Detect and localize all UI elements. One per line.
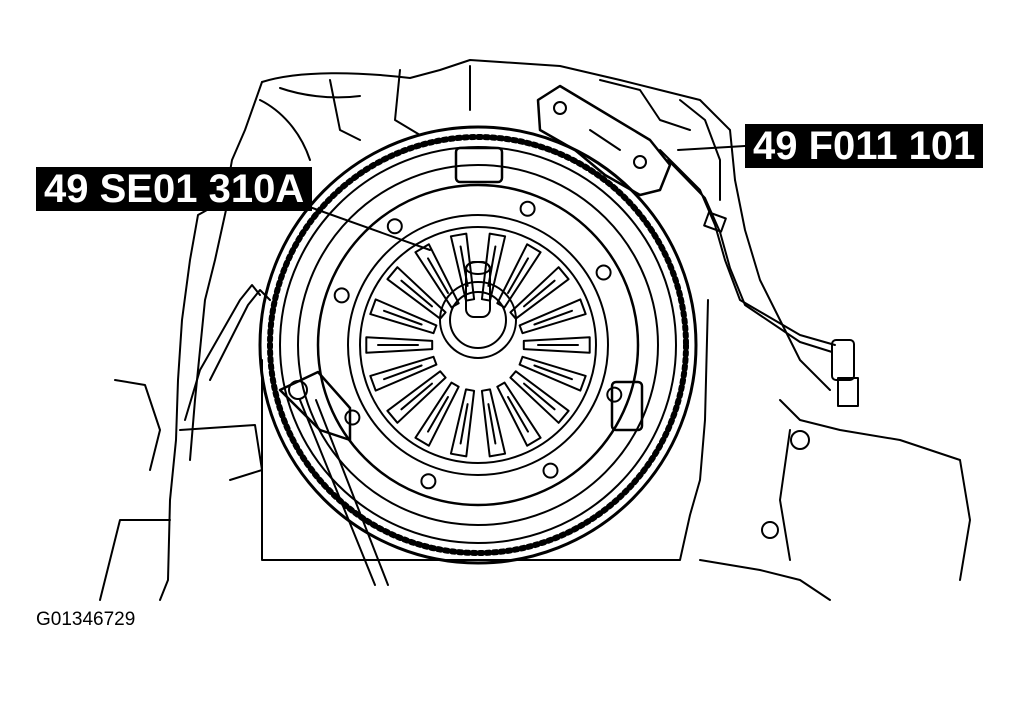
spring-finger-slot	[507, 257, 529, 294]
flywheel-lock-tool	[536, 84, 672, 197]
spring-finger-slot	[427, 257, 449, 294]
support-bar	[278, 370, 389, 586]
spring-finger-slot	[400, 279, 433, 308]
spring-finger	[496, 381, 542, 447]
callout-flywheel-lock-tool: 49 F011 101	[745, 124, 984, 168]
spring-finger-slot	[400, 382, 433, 411]
bolt	[386, 218, 403, 235]
spring-finger	[480, 388, 507, 458]
clutch-cover	[316, 183, 640, 507]
bolt	[542, 462, 559, 479]
bolt	[519, 200, 536, 217]
spring-finger	[522, 336, 591, 354]
spring-finger	[369, 355, 438, 392]
diaphragm-spring	[365, 232, 591, 458]
leader-line-lock-tool	[677, 145, 746, 151]
mounting-plate	[261, 299, 709, 561]
spring-finger	[414, 381, 460, 447]
spring-finger-slot	[427, 396, 449, 433]
spring-finger-slot	[383, 309, 423, 326]
bolt	[333, 287, 350, 304]
flywheel-ring-gear	[258, 125, 698, 565]
spring-finger	[480, 232, 507, 302]
spring-finger	[449, 388, 476, 458]
spring-finger-slot	[487, 403, 497, 445]
spring-finger	[386, 370, 447, 424]
spring-finger	[509, 370, 570, 424]
callout-clutch-alignment-tool: 49 SE01 310A	[36, 167, 313, 211]
wire-harness	[659, 149, 859, 407]
spring-finger	[365, 336, 434, 354]
bolt	[420, 473, 437, 490]
bolt	[344, 409, 361, 426]
bolt	[595, 264, 612, 281]
spring-finger-slot	[523, 279, 556, 308]
spring-finger-slot	[523, 382, 556, 411]
bolt	[606, 386, 623, 403]
spring-finger-slot	[533, 364, 573, 381]
cover-clips	[454, 146, 644, 432]
spring-finger	[509, 266, 570, 320]
spring-finger	[369, 298, 438, 335]
spring-finger	[386, 266, 447, 320]
spring-finger	[414, 243, 460, 309]
left-bracket	[184, 284, 271, 421]
engine-housing-outline	[99, 59, 971, 601]
spring-finger	[518, 355, 587, 392]
spring-finger-slot	[533, 309, 573, 326]
spring-finger-slot	[383, 364, 423, 381]
spring-finger	[449, 232, 476, 302]
spring-finger-slot	[507, 396, 529, 433]
spring-finger	[518, 298, 587, 335]
figure-id: G01346729	[36, 609, 136, 630]
flywheel-bolts	[333, 200, 623, 490]
spring-finger-slot	[459, 403, 469, 445]
leader-line-clutch-tool	[289, 199, 431, 251]
pilot-shaft	[439, 261, 517, 359]
